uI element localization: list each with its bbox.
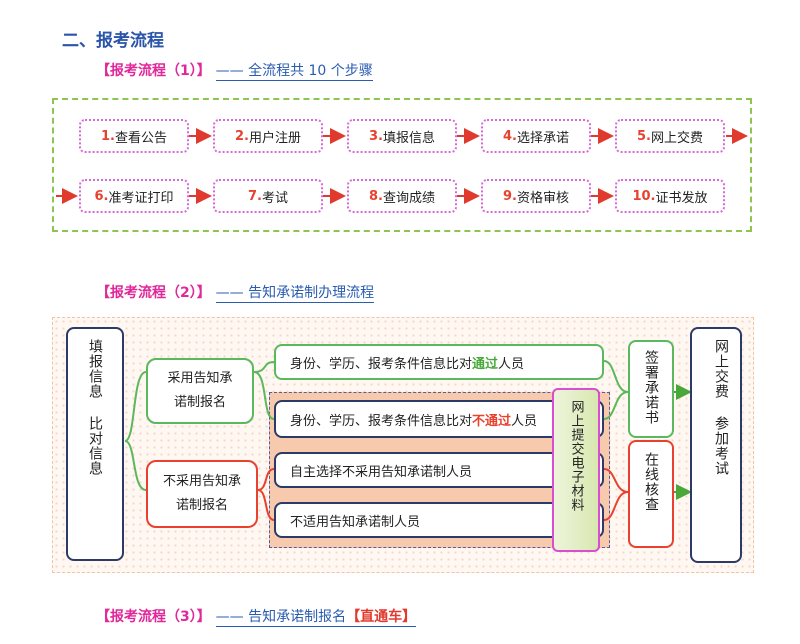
connector-no-self bbox=[257, 468, 275, 491]
process2-label: 【报考流程（2）】 bbox=[96, 285, 211, 301]
connector-self-verify bbox=[603, 468, 629, 493]
item-self-box: 自主选择不采用告知承诺制人员 bbox=[274, 452, 604, 488]
step-7: 7.考试 bbox=[213, 179, 323, 213]
process3-heading: 【报考流程（3）】 —— 告知承诺制报名【直通车】 bbox=[96, 606, 417, 627]
connector-pass-sign bbox=[603, 360, 629, 393]
connector-start-no bbox=[124, 440, 147, 491]
process1-frame bbox=[52, 98, 752, 232]
connector-na-verify bbox=[603, 491, 629, 521]
process3-title[interactable]: —— 告知承诺制报名【直通车】 bbox=[215, 609, 417, 627]
process1-heading: 【报考流程（1）】 —— 全流程共 10 个步骤 bbox=[96, 60, 373, 81]
process1-label: 【报考流程（1）】 bbox=[96, 63, 211, 79]
step-10: 10.证书发放 bbox=[615, 179, 725, 213]
branch-yes-box: 采用告知承诺制报名 bbox=[146, 358, 254, 424]
submit-materials-box: 网上提交电子材料 bbox=[552, 388, 600, 552]
end-box: 网上交费 参加考试 bbox=[690, 327, 742, 563]
item-na-box: 不适用告知承诺制人员 bbox=[274, 502, 604, 538]
verify-box: 在线核查 bbox=[628, 440, 674, 548]
process2-title[interactable]: —— 告知承诺制办理流程 bbox=[215, 285, 375, 303]
connector-start-yes bbox=[124, 371, 147, 442]
process1-title[interactable]: —— 全流程共 10 个步骤 bbox=[215, 63, 373, 81]
connector-fail-sign bbox=[603, 391, 629, 420]
step-9: 9.资格审核 bbox=[481, 179, 591, 213]
process3-highlight: 【直通车】 bbox=[346, 609, 417, 625]
step-5: 5.网上交费 bbox=[615, 119, 725, 153]
item-pass-box: 身份、学历、报考条件信息比对通过人员 bbox=[274, 344, 604, 380]
process3-label: 【报考流程（3）】 bbox=[96, 609, 211, 625]
step-1: 1.查看公告 bbox=[79, 119, 189, 153]
step-6: 6.准考证打印 bbox=[79, 179, 189, 213]
sign-box: 签署承诺书 bbox=[628, 340, 674, 438]
connector-yes-fail bbox=[253, 371, 275, 420]
connector-no-na bbox=[257, 489, 275, 521]
step-4: 4.选择承诺 bbox=[481, 119, 591, 153]
section-title: 二、报考流程 bbox=[62, 31, 164, 51]
connector-yes-pass bbox=[253, 361, 275, 373]
step-2: 2.用户注册 bbox=[213, 119, 323, 153]
step-8: 8.查询成绩 bbox=[347, 179, 457, 213]
step-3: 3.填报信息 bbox=[347, 119, 457, 153]
start-box: 填报信息 比对信息 bbox=[66, 327, 124, 561]
branch-no-box: 不采用告知承诺制报名 bbox=[146, 460, 258, 528]
process2-heading: 【报考流程（2）】 —— 告知承诺制办理流程 bbox=[96, 282, 375, 303]
item-fail-box: 身份、学历、报考条件信息比对不通过人员 bbox=[274, 400, 604, 438]
